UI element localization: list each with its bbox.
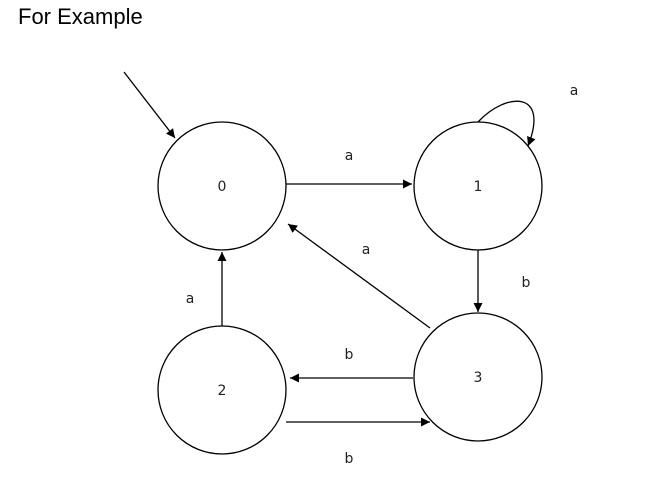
edge-3-to-0 (287, 223, 431, 329)
edge-label-1-to-3: b (522, 275, 531, 291)
state-label: 1 (474, 179, 483, 195)
edge-label-2-to-0: a (186, 291, 195, 307)
edge-label-2-to-3: b (345, 451, 354, 467)
state-node-0: 0 (157, 121, 287, 251)
state-node-3: 3 (413, 312, 543, 442)
state-label: 0 (218, 179, 227, 195)
state-label: 2 (218, 383, 227, 399)
start-arrow (123, 71, 176, 139)
state-node-1: 1 (413, 121, 543, 251)
edge-label-3-to-2: b (345, 347, 354, 363)
edge-label-0-to-1: a (345, 148, 354, 164)
edge-1-self-loop (477, 100, 536, 147)
edge-label-1-self-loop: a (570, 83, 579, 99)
edge-label-3-to-0: a (362, 242, 371, 258)
page-title: For Example (18, 4, 143, 29)
state-node-2: 2 (157, 325, 287, 455)
state-label: 3 (474, 370, 483, 386)
